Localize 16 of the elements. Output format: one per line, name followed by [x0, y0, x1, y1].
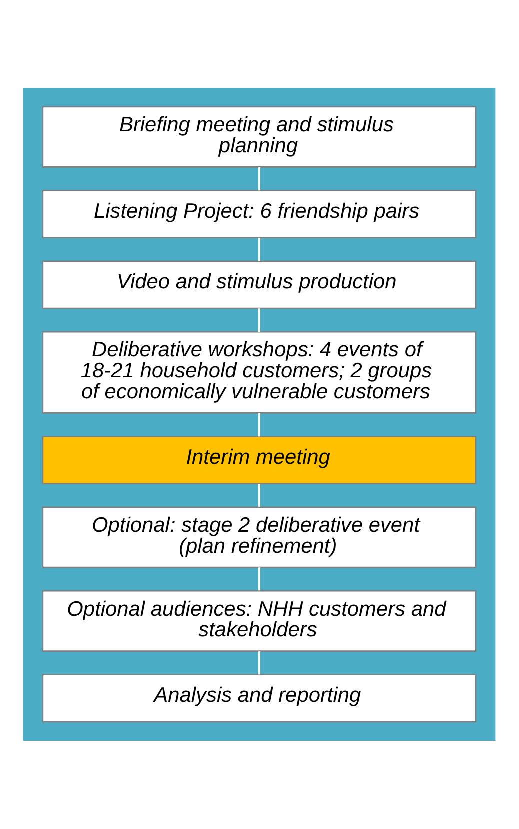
node-box: Analysis and reporting — [42, 674, 477, 723]
node-box: Optional: stage 2 deliberative event (plan refinement) — [42, 506, 477, 568]
node-box: Interim meeting — [42, 436, 477, 484]
connector — [258, 652, 260, 675]
connector — [258, 568, 260, 591]
node-box: Deliberative workshops: 4 events of 18-21 household customers; 2 groups of economically vulnerable customers — [42, 331, 477, 414]
connector — [258, 484, 260, 507]
connector — [258, 413, 260, 437]
connector — [258, 167, 260, 191]
connector — [258, 308, 260, 332]
node-box: Briefing meeting and stimulus planning — [42, 106, 477, 168]
connector — [258, 238, 260, 262]
node-box: Video and stimulus production — [42, 260, 477, 310]
cluster — [23, 88, 496, 741]
node-box: Optional audiences: NHH customers and stakeholders — [42, 590, 477, 652]
node-box: Listening Project: 6 friendship pairs — [42, 190, 477, 239]
